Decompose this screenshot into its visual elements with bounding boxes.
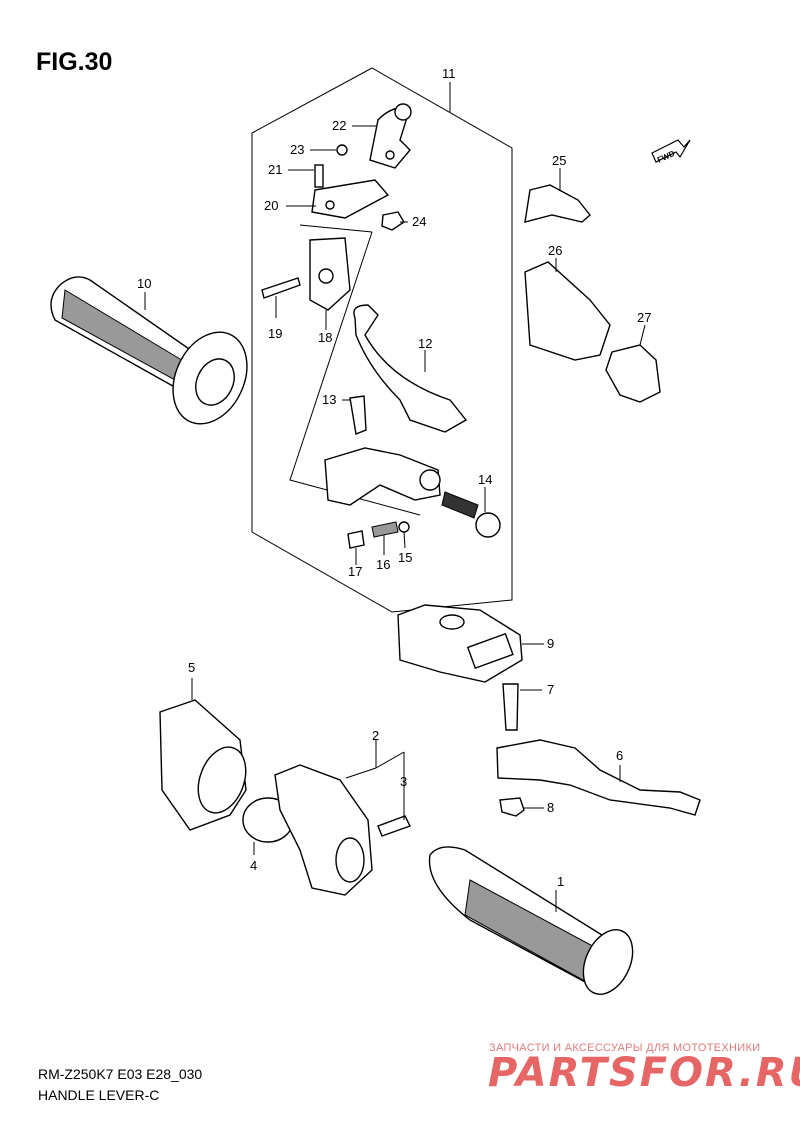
- callout-2: 2: [372, 728, 379, 743]
- callout-26: 26: [548, 243, 562, 258]
- callout-4: 4: [250, 858, 257, 873]
- callout-16: 16: [376, 557, 390, 572]
- callout-20: 20: [264, 198, 278, 213]
- callout-15: 15: [398, 550, 412, 565]
- right-grip: [428, 846, 634, 995]
- callout-24: 24: [412, 214, 426, 229]
- switch-opening: [466, 632, 514, 670]
- model-code: RM-Z250K7 E03 E28_030: [38, 1066, 203, 1082]
- brake-lever-6: [496, 739, 701, 816]
- callout-14: 14: [478, 472, 492, 487]
- adjuster-14: [441, 491, 501, 538]
- callout-7: 7: [547, 682, 554, 697]
- cover-26: [524, 261, 611, 361]
- holder-18: [309, 237, 351, 311]
- assembly-outline: [251, 67, 513, 613]
- screw-23: [336, 144, 348, 156]
- clamp-20: [311, 179, 390, 219]
- figure-title: FIG.30: [36, 48, 113, 76]
- watermark-subtitle: ЗАПЧАСТИ И АКСЕССУАРЫ ДЛЯ МОТОТЕХНИКИ: [489, 1042, 761, 1054]
- screw-3: [377, 815, 411, 837]
- callout-11: 11: [442, 66, 456, 81]
- guide-line: [299, 224, 373, 233]
- bolt-13: [349, 395, 367, 435]
- callout-5: 5: [188, 660, 195, 675]
- callout-18: 18: [318, 330, 332, 345]
- callout-13: 13: [322, 392, 336, 407]
- callout-17: 17: [348, 564, 362, 579]
- callout-1: 1: [557, 874, 564, 889]
- figure-caption: HANDLE LEVER-C: [38, 1087, 160, 1103]
- switch-button: [439, 614, 465, 630]
- watermark-logo: PARTSFOR.RU: [488, 1050, 800, 1096]
- callout-3: 3: [400, 774, 407, 789]
- lever-holder-lower: [324, 447, 441, 506]
- left-grip: [50, 276, 248, 425]
- callout-19: 19: [268, 326, 282, 341]
- bolt-19: [261, 277, 301, 299]
- callout-25: 25: [552, 153, 566, 168]
- ball-15: [398, 521, 410, 533]
- callout-22: 22: [332, 118, 346, 133]
- nut-8: [499, 797, 525, 817]
- nut-24: [381, 211, 405, 231]
- callout-27: 27: [637, 310, 651, 325]
- callout-10: 10: [137, 276, 151, 291]
- callout-8: 8: [547, 800, 554, 815]
- screw-21: [314, 164, 324, 188]
- spring-16: [371, 521, 399, 538]
- leader-lines: [144, 82, 646, 912]
- callout-21: 21: [268, 162, 282, 177]
- callout-9: 9: [547, 636, 554, 651]
- cable-boot-25: [524, 184, 591, 223]
- pin-17: [347, 530, 365, 549]
- bolt-7: [502, 683, 519, 731]
- throttle-cover-opening: [197, 746, 247, 814]
- clutch-lever-12: [353, 304, 468, 433]
- lever-holder-hole: [419, 469, 441, 491]
- callout-23: 23: [290, 142, 304, 157]
- guide-line: [289, 231, 421, 516]
- fwd-arrow-icon: FWD: [651, 139, 691, 165]
- lever-bracket-22: [369, 103, 412, 169]
- adjuster-27: [605, 344, 661, 403]
- callout-12: 12: [418, 336, 432, 351]
- callout-6: 6: [616, 748, 623, 763]
- throttle-housing-hole: [335, 837, 365, 883]
